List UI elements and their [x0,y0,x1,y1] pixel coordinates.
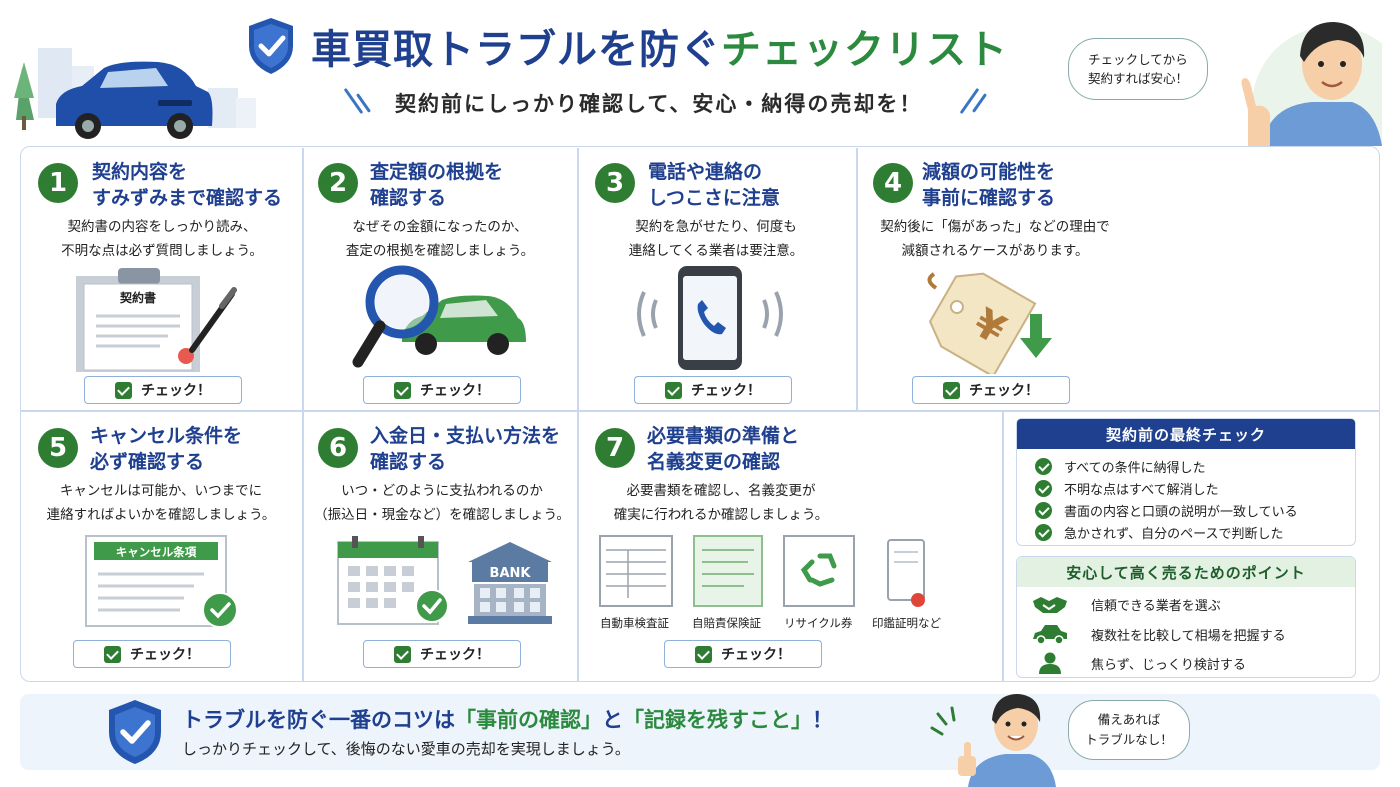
checkbox-icon [394,645,411,663]
page-title: 車買取トラブルを防ぐチェックリスト [311,27,1008,73]
car-icon [1033,625,1067,645]
cancel-clause-label: キャンセル条項 [116,545,197,559]
check-button[interactable]: チェック！ [84,376,242,404]
item-number: 6 [318,428,358,468]
grid-divider [856,148,858,410]
item-description: 契約後に「傷があった」などの理由で減額されるケースがあります。 [880,219,1110,259]
documents-icon [599,535,925,607]
check-circle-icon [1035,480,1052,497]
check-button[interactable]: チェック！ [634,376,792,404]
bank-label: BANK [490,566,532,581]
doc-label-seal: 印鑑証明など [872,616,941,630]
grid-divider [577,148,579,681]
doc-label-vehicle-inspection: 自動車検査証 [600,616,669,630]
person-icon [1039,652,1061,674]
phone-icon [637,266,783,370]
shield-check-icon [249,18,293,74]
item-description: いつ・どのように支払われるのか（振込日・現金など）を確認しましょう。 [314,483,570,523]
car-illustration-icon [14,48,256,139]
item-title: 入金日・支払い方法を確認する [370,425,561,473]
item-description: なぜその金額になったのか、査定の根拠を確認しましょう。 [345,219,535,259]
shield-check-icon [109,700,161,764]
grid-divider [21,410,1379,412]
item-description: 契約書の内容をしっかり読み、不明な点は必ず質問しましょう。 [61,219,263,259]
item-title: 減額の可能性を事前に確認する [922,161,1056,209]
grid-divider [302,148,304,681]
item-title: 契約内容をすみずみまで確認する [92,161,283,209]
doc-label-insurance: 自賠責保険証 [692,616,761,630]
footer-subtext: しっかりチェックして、後悔のない愛車の売却を実現しましょう。 [182,740,630,758]
person-pointing-icon [1241,22,1382,146]
contract-illus-label: 契約書 [119,290,156,305]
decor-slash [959,87,980,115]
item-number: 5 [38,428,78,468]
final-check-item: 書面の内容と口頭の説明が一致している [1035,501,1298,520]
item-number: 1 [38,163,78,203]
points-panel: 安心して高く売るためのポイント 信頼できる業者を選ぶ 複数社を比較して相場を把握… [1016,556,1356,678]
doc-label-recycle: リサイクル券 [784,616,853,630]
title-row: 車買取トラブルを防ぐチェックリスト [245,16,1008,76]
item-number: 4 [873,163,913,203]
grid-divider [1002,412,1004,681]
speech-bubble-bottom: 備えあればトラブルなし！ [1068,700,1190,760]
point-item: 信頼できる業者を選ぶ [1031,593,1221,615]
handshake-icon [1033,597,1067,613]
item-number: 7 [595,428,635,468]
contract-icon: 契約書 [76,268,237,372]
checkbox-icon [665,381,682,399]
check-button[interactable]: チェック！ [363,376,521,404]
calendar-bank-icon: BANK [337,536,552,625]
item-description: キャンセルは可能か、いつまでに連絡すればよいかを確認しましょう。 [46,483,276,523]
checkbox-icon [943,381,960,399]
item-title: 必要書類の準備と名義変更の確認 [647,425,800,473]
footer-headline: トラブルを防ぐ一番のコツは「事前の確認」と「記録を残すこと」！ [182,708,833,732]
check-button[interactable]: チェック！ [664,640,822,668]
checkbox-icon [695,645,712,663]
item-number: 2 [318,163,358,203]
check-circle-icon [1035,502,1052,519]
item-title: 電話や連絡のしつこさに注意 [648,161,780,209]
check-circle-icon [1035,524,1052,541]
final-check-item: 不明な点はすべて解消した [1035,479,1219,498]
final-check-item: すべての条件に納得した [1035,457,1206,476]
checkbox-icon [104,645,121,663]
item-title: 査定額の根拠を確認する [370,161,504,209]
final-check-title: 契約前の最終チェック [1017,419,1355,449]
point-item: 複数社を比較して相場を把握する [1031,623,1286,645]
item-number: 3 [595,163,635,203]
points-title: 安心して高く売るためのポイント [1017,557,1355,587]
checkbox-icon [394,381,411,399]
check-button[interactable]: チェック！ [363,640,521,668]
header: 車買取トラブルを防ぐチェックリスト 契約前にしっかり確認して、安心・納得の売却を… [0,0,1400,146]
person-thumbs-up-icon [930,694,1056,787]
speech-bubble-top: チェックしてから契約すれば安心！ [1068,38,1208,100]
point-item: 焦らず、じっくり検討する [1031,652,1246,674]
final-check-item: 急かされず、自分のペースで判断した [1035,523,1283,542]
item-title: キャンセル条件を必ず確認する [90,425,243,473]
checkbox-icon [115,381,132,399]
magnifier-car-icon [352,265,526,368]
check-button[interactable]: チェック！ [912,376,1070,404]
price-tag-down-icon: ¥ [927,272,1052,374]
cancel-clause-icon: キャンセル条項 [85,535,238,628]
final-check-panel: 契約前の最終チェック すべての条件に納得した 不明な点はすべて解消した 書面の内… [1016,418,1356,546]
check-button[interactable]: チェック！ [73,640,231,668]
check-circle-icon [1035,458,1052,475]
page-subtitle: 契約前にしっかり確認して、安心・納得の売却を！ [395,92,923,116]
item-description: 必要書類を確認し、名義変更が確実に行われるか確認しましょう。 [613,483,829,523]
item-description: 契約を急がせたり、何度も連絡してくる業者は要注意。 [628,219,804,259]
